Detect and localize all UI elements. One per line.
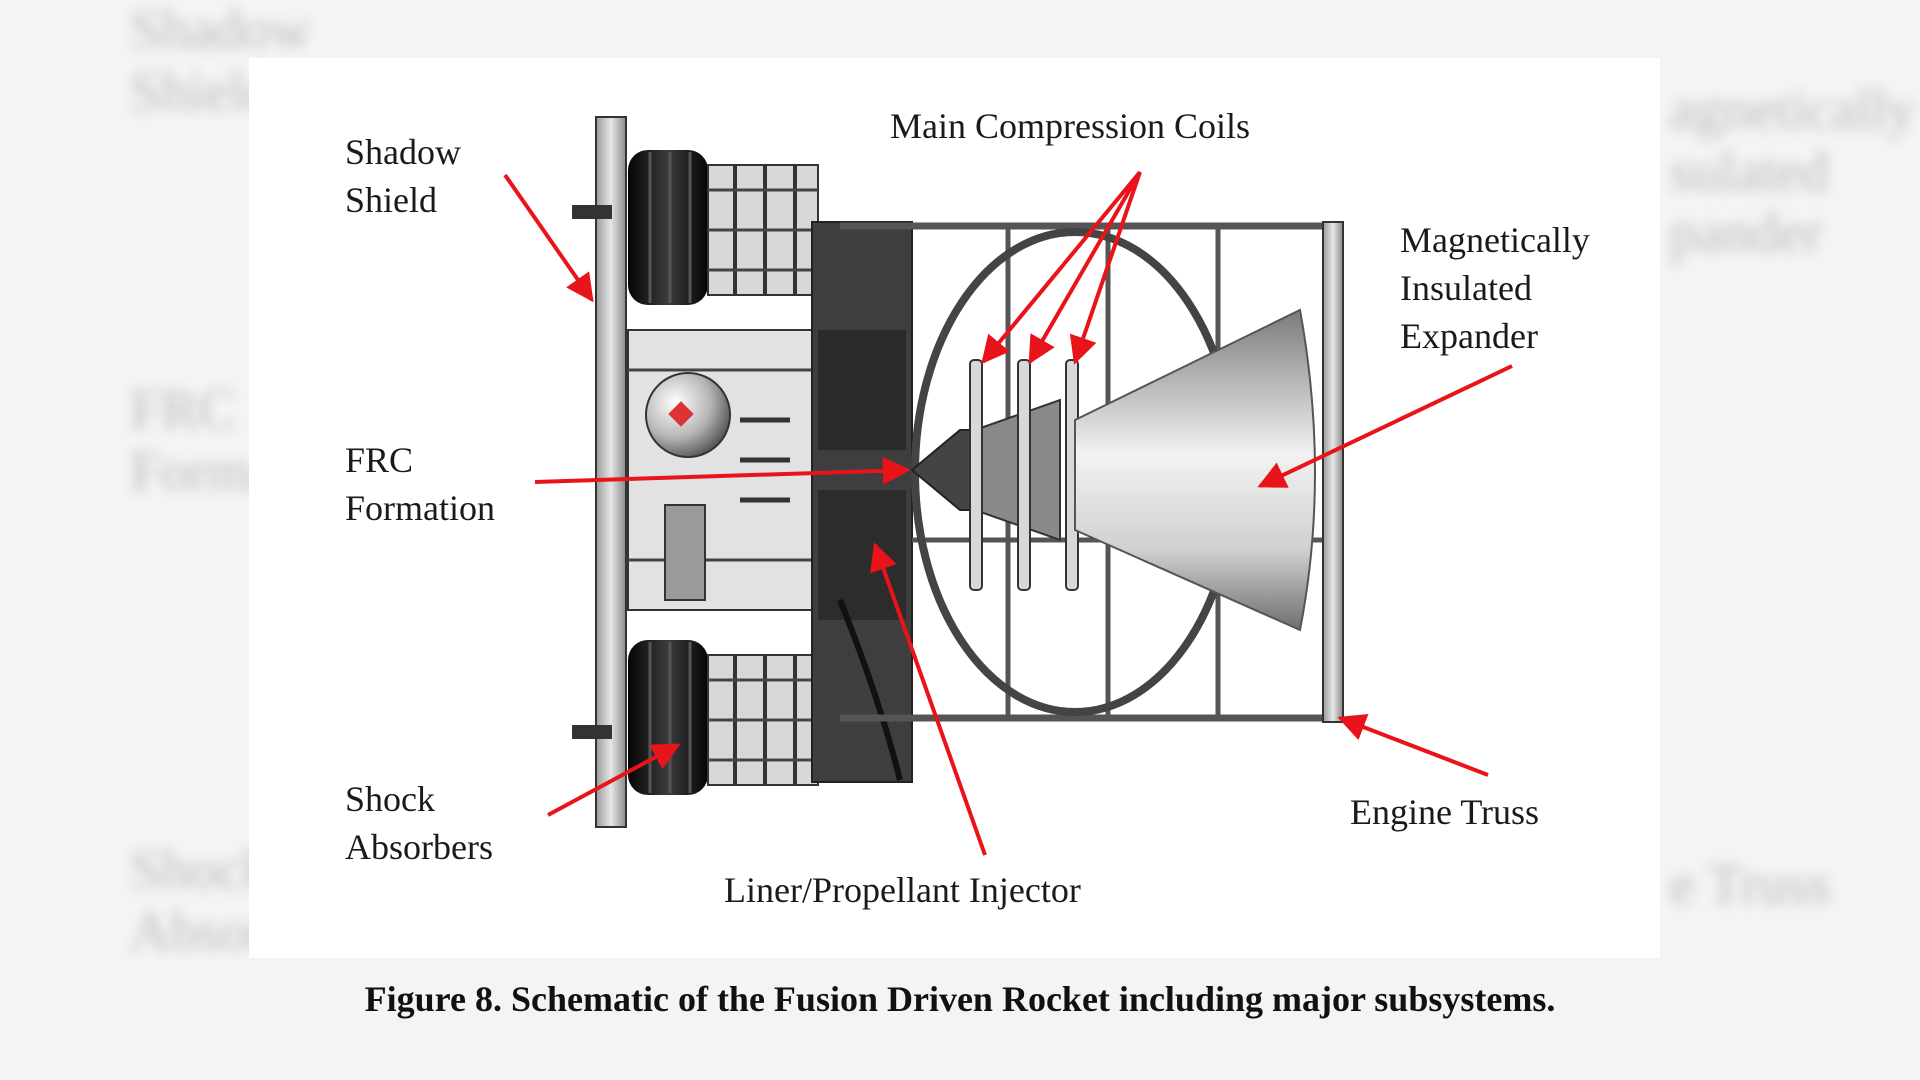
label-frc-line2: Formation: [345, 488, 495, 528]
label-expander-line1: Magnetically: [1400, 220, 1590, 260]
arrow-frc: [534, 456, 911, 485]
upper-coil-stack: [628, 150, 819, 305]
mounting-brackets: [572, 205, 612, 739]
label-expander: Magnetically Insulated Expander: [1400, 216, 1590, 360]
arrow-shock: [547, 743, 681, 817]
formation-module: [627, 329, 819, 611]
main-compression-coils: [969, 359, 1079, 591]
expander-cone: [1074, 308, 1316, 632]
label-shock-absorbers: Shock Absorbers: [345, 775, 493, 871]
label-shock-line1: Shock: [345, 779, 435, 819]
label-shock-line2: Absorbers: [345, 827, 493, 867]
label-frc-formation: FRC Formation: [345, 436, 495, 532]
arrow-expander: [1257, 364, 1513, 488]
label-shadow-shield-line1: Shadow: [345, 132, 461, 172]
arrow-shadow-shield: [503, 173, 594, 303]
arrow-coil-1: [981, 170, 1142, 365]
label-expander-line2: Insulated: [1400, 268, 1532, 308]
bg-blur-text-truss: e Truss: [1670, 854, 1831, 916]
label-liner-injector: Liner/Propellant Injector: [724, 870, 1081, 910]
annotation-arrows: [503, 170, 1513, 856]
nozzle-throat: [910, 429, 976, 511]
label-shadow-shield: Shadow Shield: [345, 128, 461, 224]
label-engine-truss: Engine Truss: [1350, 792, 1540, 832]
engine-truss-end-plate: [1322, 221, 1344, 723]
arrow-coil-3: [1069, 171, 1142, 365]
label-shadow-shield-line2: Shield: [345, 180, 438, 220]
label-expander-line3: Expander: [1400, 316, 1538, 356]
arrow-injector: [870, 542, 987, 856]
figure-caption: Figure 8. Schematic of the Fusion Driven…: [364, 979, 1556, 1019]
label-main-compression-coils: Main Compression Coils: [890, 106, 1251, 146]
arrow-truss: [1337, 713, 1489, 777]
figure-card: [249, 58, 1660, 958]
arrow-coil-2: [1028, 170, 1142, 365]
lower-coil-stack: [628, 640, 819, 795]
shadow-shield-plate: [595, 116, 627, 828]
injector-block: [811, 221, 913, 783]
label-frc-line1: FRC: [345, 440, 414, 480]
